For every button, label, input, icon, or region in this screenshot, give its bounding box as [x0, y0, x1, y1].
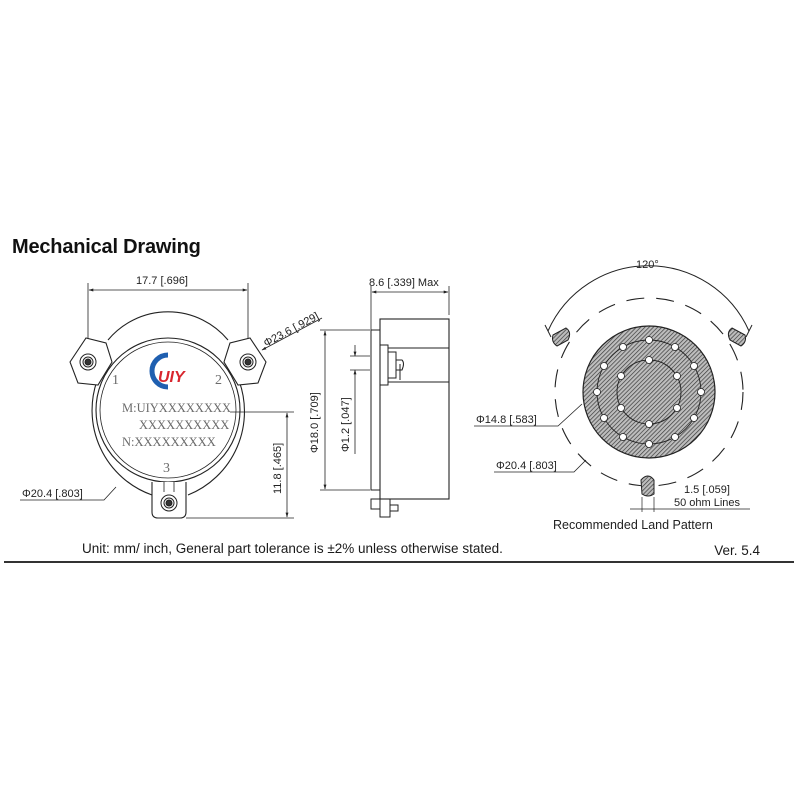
pin-diameter-dimension: Φ1.2 [.047]	[340, 397, 352, 452]
page-title: Mechanical Drawing	[12, 236, 201, 258]
marking-line-1: M:UIYXXXXXXXX	[122, 401, 231, 415]
side-view	[320, 286, 450, 518]
via-holes	[593, 336, 705, 448]
port-label-3: 3	[163, 461, 170, 476]
width-dimension: 17.7 [.696]	[136, 275, 188, 287]
top-view	[20, 283, 323, 519]
flange-diameter-dimension: Φ23.6 [.929]	[262, 311, 321, 350]
marking-line-2: XXXXXXXXXX	[139, 418, 229, 432]
outer-diameter-dimension: Φ20.4 [.803]	[496, 460, 557, 472]
uiy-logo: UIY	[149, 352, 186, 390]
mount-tab-1	[69, 337, 113, 386]
logo-text: UIY	[158, 369, 186, 386]
port-label-1: 1	[112, 373, 119, 388]
marking-line-3: N:XXXXXXXXX	[122, 435, 216, 449]
port-pads	[552, 327, 746, 497]
mount-tab-2	[223, 337, 267, 386]
line-width-dimension: 1.5 [.059]	[684, 484, 730, 496]
port-label-2: 2	[215, 373, 222, 388]
tolerance-note: Unit: mm/ inch, General part tolerance i…	[82, 541, 503, 556]
land-pattern-caption: Recommended Land Pattern	[553, 518, 713, 532]
mount-tab-3	[151, 482, 187, 519]
land-pattern-view	[474, 265, 753, 512]
side-body-diameter-dimension: Φ18.0 [.709]	[309, 392, 321, 453]
ground-pad	[582, 325, 716, 459]
angle-dimension: 120°	[636, 259, 659, 271]
line-impedance-note: 50 ohm Lines	[674, 497, 741, 509]
height-dimension: 11.8 [.465]	[272, 443, 284, 494]
thickness-dimension: 8.6 [.339] Max	[369, 277, 439, 289]
inner-diameter-dimension: Φ14.8 [.583]	[476, 414, 537, 426]
body-diameter-dimension: Φ20.4 [.803]	[22, 488, 83, 500]
footer-divider	[4, 561, 794, 563]
version-label: Ver. 5.4	[714, 543, 760, 558]
